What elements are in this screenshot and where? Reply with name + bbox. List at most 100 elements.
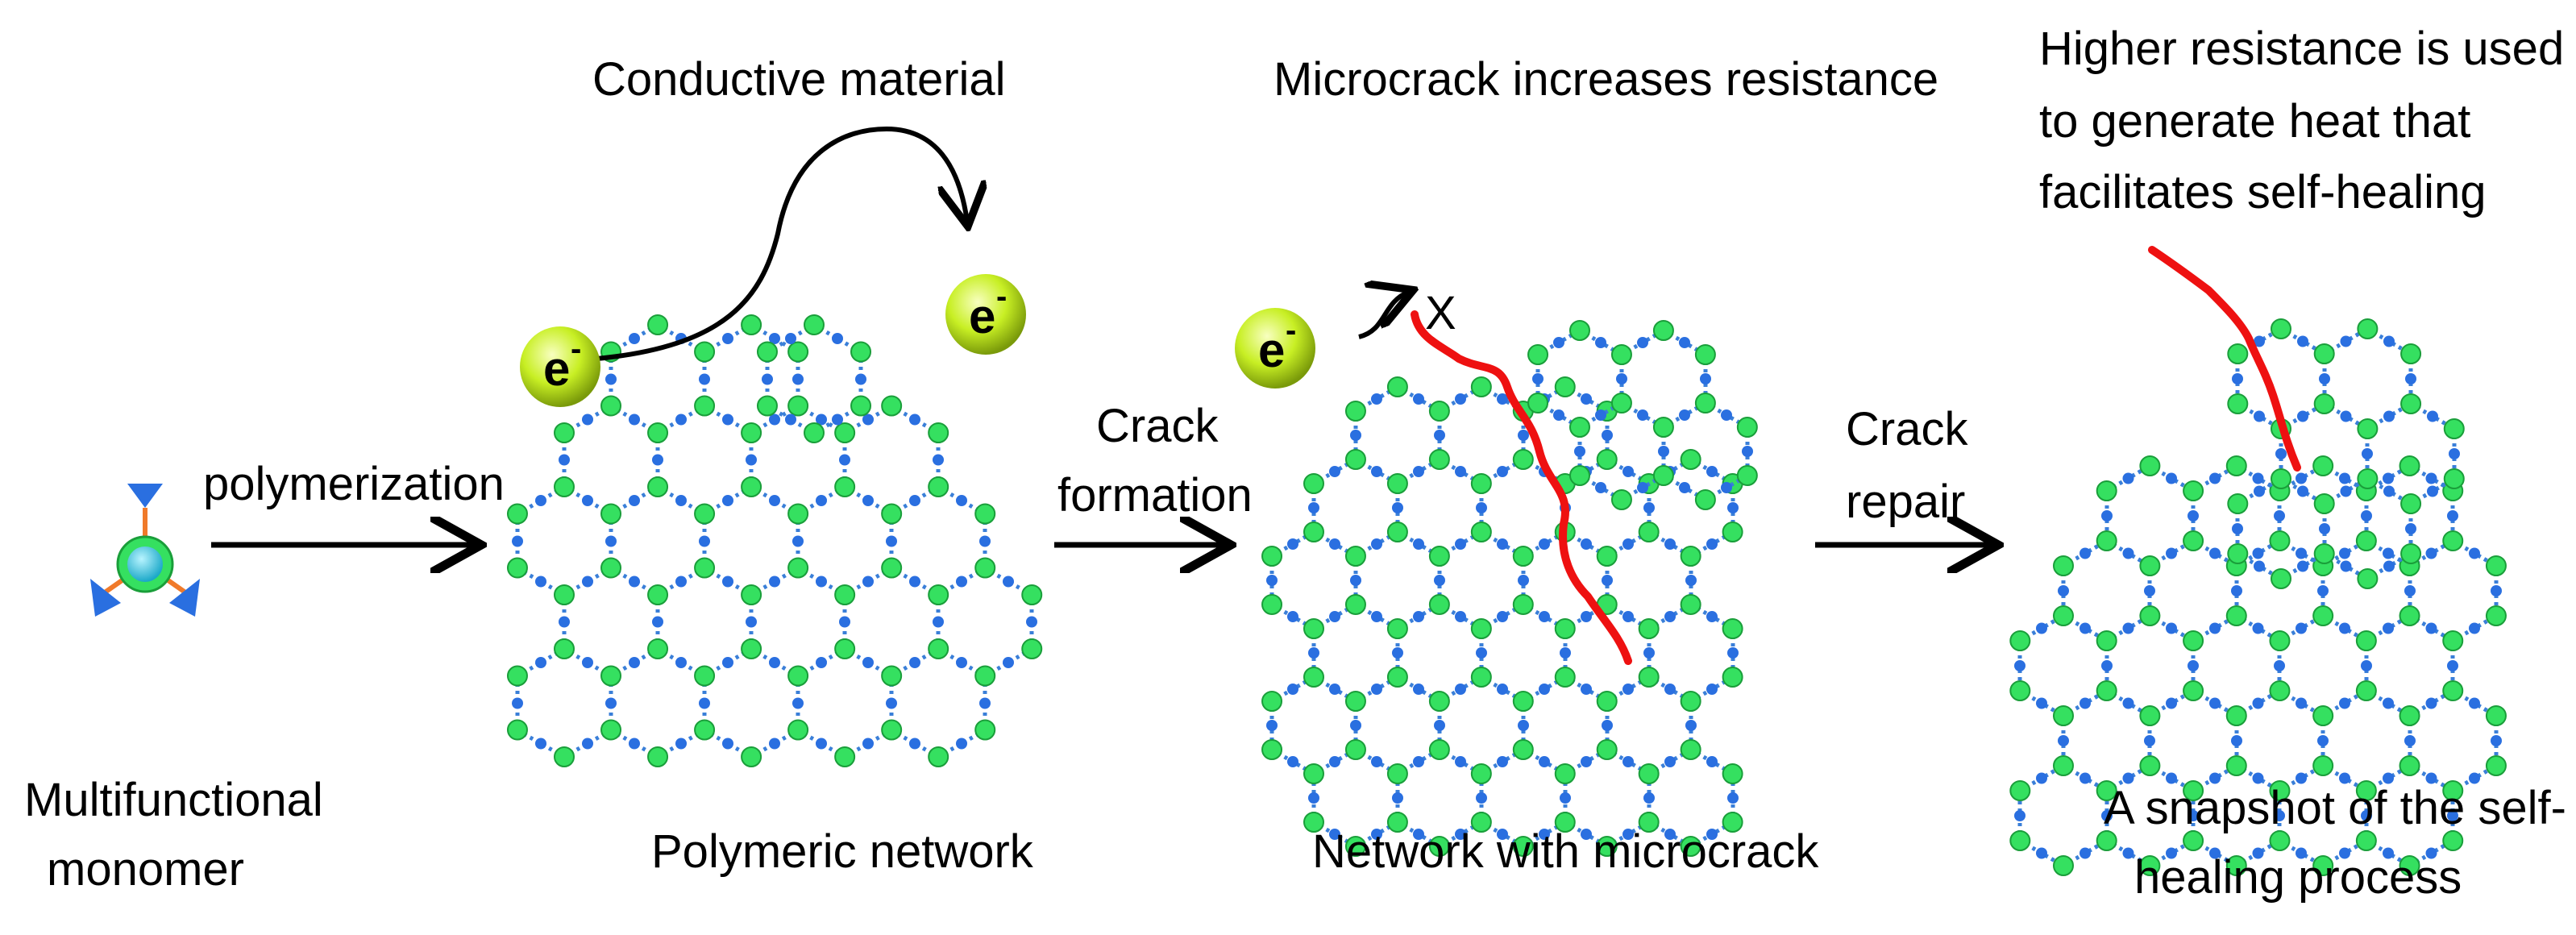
- bond-unit: [909, 413, 920, 426]
- bond-unit: [1287, 756, 1298, 767]
- bond-unit: [839, 616, 850, 628]
- lattice-node: [1569, 417, 1590, 438]
- lattice-node: [2312, 855, 2334, 876]
- bond-unit: [2101, 660, 2113, 671]
- bond-unit: [1581, 393, 1592, 405]
- lattice-node: [2442, 780, 2464, 801]
- bond-unit: [2209, 472, 2221, 484]
- bond-unit: [2383, 547, 2394, 559]
- bond-unit: [1643, 647, 1655, 659]
- bond-unit: [1602, 720, 1613, 731]
- lattice-node: [1610, 393, 1632, 413]
- lattice-node: [1344, 546, 1366, 567]
- bond-unit: [2427, 410, 2438, 422]
- lattice-node: [554, 422, 575, 443]
- bond-unit: [1539, 611, 1550, 622]
- bond-unit: [1329, 829, 1340, 840]
- bond-unit: [2188, 510, 2199, 522]
- lattice-node: [974, 719, 996, 741]
- bond-unit: [2209, 697, 2221, 709]
- bond-unit: [1553, 409, 1564, 421]
- bond-unit: [2122, 847, 2134, 859]
- lattice-node: [2312, 705, 2334, 726]
- lattice-node: [1428, 449, 1450, 470]
- bond-unit: [1532, 373, 1544, 384]
- lattice-node: [647, 746, 669, 767]
- lattice-node: [1344, 691, 1366, 712]
- bond-unit: [2079, 547, 2091, 559]
- self-healing-network: [2009, 318, 2507, 876]
- bond-unit: [2079, 622, 2091, 634]
- bond-unit: [2101, 510, 2113, 522]
- bond-unit: [769, 738, 780, 750]
- bond-unit: [1658, 446, 1669, 457]
- bond-unit: [1371, 684, 1382, 695]
- lattice-node: [1344, 594, 1366, 615]
- bond-unit: [2405, 373, 2416, 384]
- lattice-node: [647, 584, 669, 605]
- lattice-node: [756, 395, 778, 417]
- bond-unit: [862, 495, 874, 506]
- lattice-node: [1569, 465, 1590, 486]
- bond-unit: [1581, 538, 1592, 550]
- bond-unit: [2340, 410, 2352, 422]
- lattice-node: [1610, 489, 1632, 510]
- lattice-node: [1554, 667, 1576, 688]
- bond-unit: [1706, 684, 1718, 695]
- bond-unit: [1706, 756, 1718, 767]
- bond-unit: [1664, 756, 1676, 767]
- bond-unit: [956, 738, 967, 750]
- bond-unit: [722, 413, 733, 426]
- bond-unit: [2383, 472, 2394, 484]
- lattice-node: [2357, 318, 2379, 339]
- bond-unit: [1455, 756, 1466, 767]
- bond-unit: [1602, 430, 1613, 441]
- lattice-node: [1638, 812, 1660, 833]
- bond-unit: [2339, 547, 2350, 559]
- lattice-node: [1021, 638, 1043, 659]
- lattice-node: [1638, 763, 1660, 784]
- lattice-node: [2183, 630, 2204, 651]
- svg-text:-: -: [571, 331, 581, 367]
- bond-unit: [2339, 772, 2350, 784]
- bond-unit: [1622, 466, 1634, 477]
- bond-unit: [2144, 585, 2155, 596]
- bond-unit: [1392, 502, 1403, 513]
- bond-unit: [2340, 335, 2352, 347]
- bond-unit: [1706, 611, 1718, 622]
- bond-unit: [1497, 756, 1508, 767]
- bond-unit: [2297, 410, 2308, 422]
- bond-unit: [2188, 810, 2199, 821]
- bond-unit: [2014, 660, 2025, 671]
- lattice-node: [1680, 739, 1701, 760]
- lattice-node: [1596, 739, 1618, 760]
- lattice-node: [1386, 376, 1408, 397]
- bond-unit: [2058, 735, 2069, 746]
- bond-unit: [1602, 575, 1613, 586]
- lattice-node: [554, 476, 575, 497]
- bond-unit: [792, 373, 804, 385]
- bond-unit: [1727, 792, 1739, 804]
- bond-unit: [2317, 585, 2329, 596]
- lattice-node: [1554, 812, 1576, 833]
- lattice-node: [2355, 630, 2377, 651]
- lattice-node: [2269, 780, 2291, 801]
- conductive-material-label: Conductive material: [592, 53, 1006, 106]
- lattice-node: [1596, 691, 1618, 712]
- lattice-node: [928, 476, 949, 497]
- lattice-node: [1303, 667, 1324, 688]
- bond-unit: [1706, 466, 1718, 477]
- lattice-node: [2227, 543, 2249, 564]
- bond-unit: [1553, 337, 1564, 348]
- lattice-node: [2312, 455, 2334, 476]
- bond-unit: [2274, 510, 2285, 522]
- lattice-node: [1722, 618, 1743, 639]
- lattice-node: [1428, 546, 1450, 567]
- lattice-node: [694, 665, 716, 687]
- bond-unit: [816, 657, 827, 668]
- lattice-node: [928, 638, 949, 659]
- lattice-node: [2139, 755, 2161, 776]
- lattice-node: [2485, 705, 2507, 726]
- bond-unit: [2297, 560, 2308, 572]
- lattice-node: [1680, 691, 1701, 712]
